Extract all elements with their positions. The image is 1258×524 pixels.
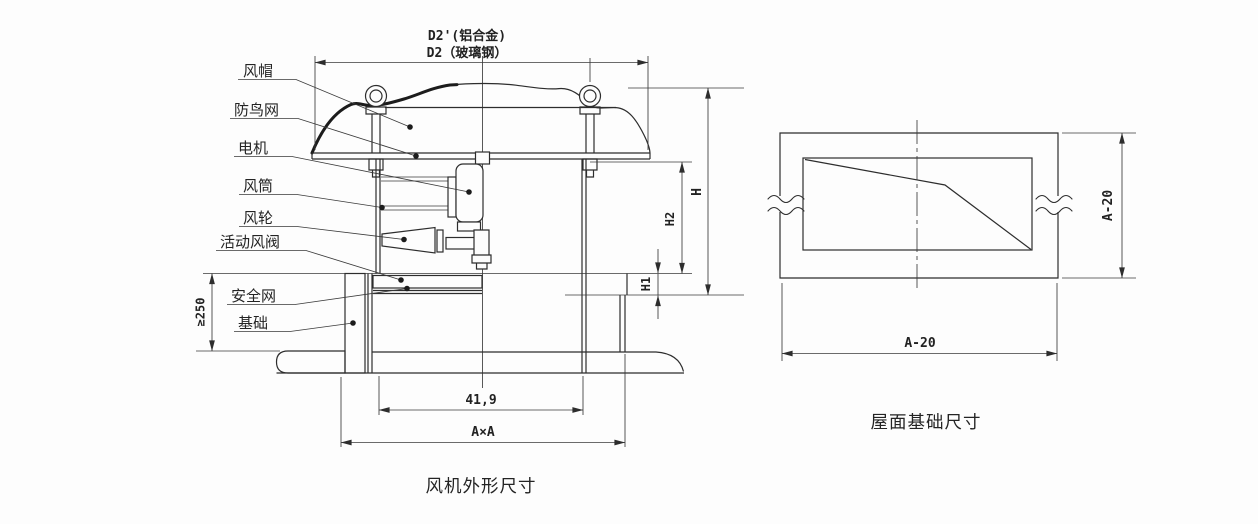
dimension-h2: H2 xyxy=(590,161,692,274)
shaft-hub-stack xyxy=(471,229,492,270)
motor-foot xyxy=(456,221,482,232)
dimension-plan-width: A-20 xyxy=(781,283,1058,361)
base-extension-lines xyxy=(340,354,626,447)
foundation-opening-rect xyxy=(802,157,1033,251)
lifting-eyebolt-left xyxy=(364,84,388,178)
opening-diagonal-line xyxy=(804,158,1032,250)
min250-text: ≥250 xyxy=(194,298,208,327)
fan-shaft-section xyxy=(445,236,477,250)
h-text: H xyxy=(690,188,705,196)
dimension-d2: D2'(铝合金) D2（玻璃钢） xyxy=(314,28,649,150)
label-duct: 风筒 xyxy=(239,178,385,211)
lifting-eyebolt-right xyxy=(578,84,602,178)
svg-text:防鸟网: 防鸟网 xyxy=(234,102,279,119)
damper-section xyxy=(372,274,483,289)
d2-frp-text: D2（玻璃钢） xyxy=(427,45,508,61)
roof-slab-left-section xyxy=(275,350,346,374)
label-impeller: 风轮 xyxy=(239,210,407,243)
duct-and-internals xyxy=(375,159,587,274)
fan-view-caption: 风机外形尺寸 xyxy=(426,476,537,496)
foundation-inner-walls xyxy=(367,273,587,373)
svg-text:风筒: 风筒 xyxy=(243,178,273,195)
dimension-base-width: A×A xyxy=(340,354,626,447)
plan-depth-text: A-20 xyxy=(1101,190,1116,221)
svg-text:风帽: 风帽 xyxy=(243,63,273,80)
h2-text: H2 xyxy=(663,212,677,226)
plan-view-caption: 屋面基础尺寸 xyxy=(871,412,982,432)
svg-text:风轮: 风轮 xyxy=(243,210,273,227)
impeller-hub-cone xyxy=(381,226,436,254)
part-labels: 风帽 防鸟网 电机 风筒 风轮 xyxy=(216,63,472,332)
foundation-outer-rect xyxy=(779,132,1059,279)
motor-flange xyxy=(447,176,457,218)
plan-width-extension-lines xyxy=(781,283,1058,361)
svg-text:基础: 基础 xyxy=(238,315,268,332)
label-safety-net: 安全网 xyxy=(227,285,410,305)
dimension-h: H xyxy=(628,87,744,296)
dimension-throat-width: 41,9 xyxy=(378,376,584,415)
label-bird-net: 防鸟网 xyxy=(230,102,419,159)
label-damper: 活动风阀 xyxy=(216,234,404,283)
base-and-foundation xyxy=(203,272,744,374)
cap-center-bushing xyxy=(474,151,491,165)
svg-text:电机: 电机 xyxy=(238,140,268,157)
label-foundation: 基础 xyxy=(234,315,356,332)
plan-width-text: A-20 xyxy=(904,336,935,351)
svg-text:安全网: 安全网 xyxy=(231,287,276,305)
plan-depth-extension-lines xyxy=(1062,132,1136,279)
h1-text: H1 xyxy=(639,277,653,291)
label-wind-cap: 风帽 xyxy=(238,63,413,130)
wind-cap xyxy=(310,82,651,178)
roof-foundation-plan-view: A-20 A-20 屋面基础尺寸 xyxy=(767,120,1136,432)
dimension-plan-depth: A-20 xyxy=(1062,132,1136,279)
d2-aluminium-text: D2'(铝合金) xyxy=(428,28,506,44)
break-wave-lines xyxy=(767,194,1073,216)
foundation-right-wall xyxy=(619,273,628,352)
roof-slab-far-edge xyxy=(372,351,685,372)
dimension-min250: ≥250 xyxy=(194,273,280,352)
duct-walls xyxy=(375,159,587,274)
dimension-h1: H1 xyxy=(639,249,661,319)
fan-elevation-view: D2'(铝合金) D2（玻璃钢） H H2 H1 ≥250 xyxy=(194,28,744,496)
label-motor: 电机 xyxy=(234,140,472,195)
motor-mount-arms xyxy=(381,176,448,211)
base-width-text: A×A xyxy=(471,425,495,440)
svg-text:活动风阀: 活动风阀 xyxy=(220,234,280,251)
throat-width-text: 41,9 xyxy=(465,393,496,408)
impeller-hub-plate xyxy=(436,229,444,253)
